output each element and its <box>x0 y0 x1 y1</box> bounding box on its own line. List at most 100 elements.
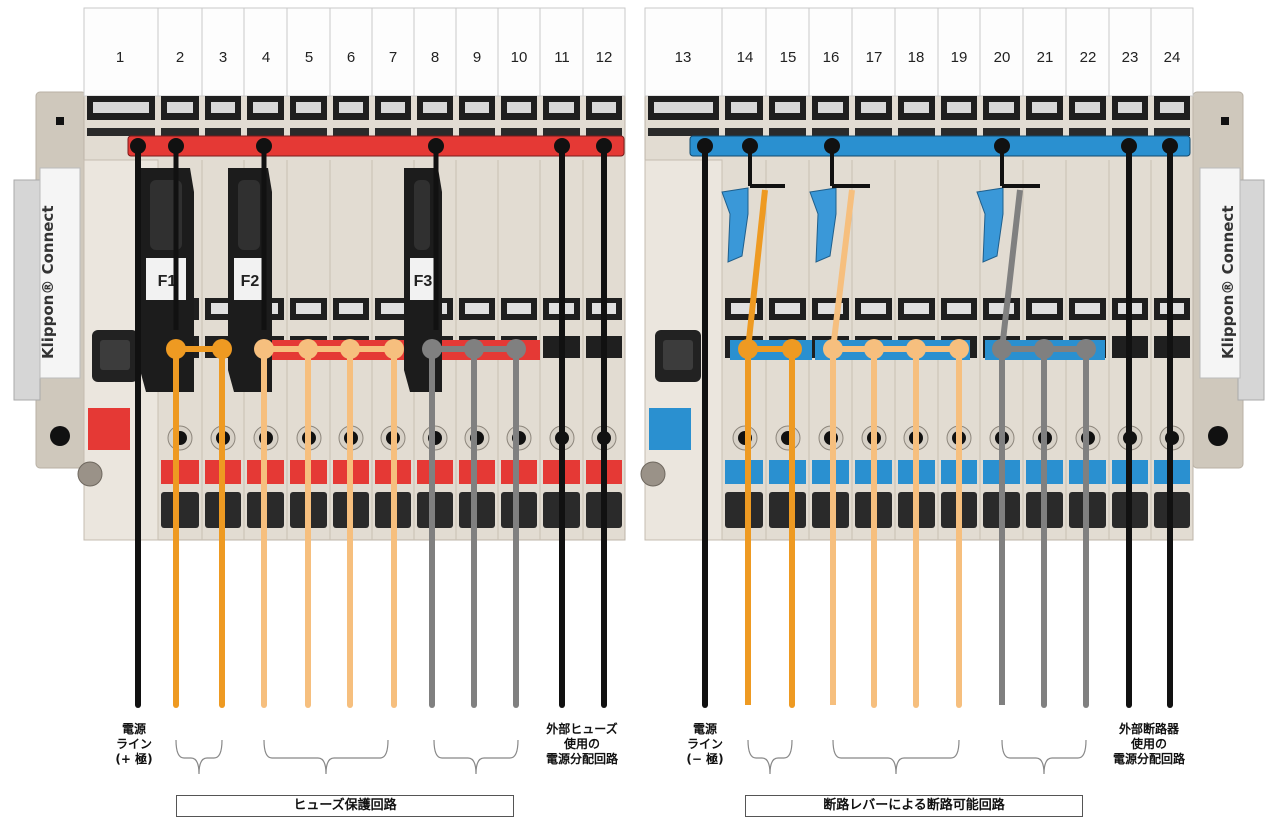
right-upper-port-slot <box>1118 102 1142 113</box>
right-upper-port-2 <box>1069 128 1106 136</box>
left-upper-port-slot <box>423 102 447 113</box>
left-mid-port-slot <box>339 303 363 314</box>
right-upper-port-slot <box>904 102 929 113</box>
right-terminal-number: 13 <box>675 49 692 66</box>
left-upper-port-2 <box>333 128 369 136</box>
left-color-strip <box>161 460 199 484</box>
right-mid-port-slot <box>1032 303 1057 314</box>
brace-lever-group-a <box>748 740 792 774</box>
right-terminal-number: 21 <box>1037 49 1054 66</box>
left-mid-port-slot <box>296 303 321 314</box>
right-upper-port-2 <box>1026 128 1063 136</box>
wire-node <box>256 138 272 154</box>
left-terminal-number: 7 <box>389 49 397 66</box>
left-terminal-number: 8 <box>431 49 439 66</box>
right-upper-port-2 <box>983 128 1020 136</box>
wire-node <box>340 339 360 359</box>
positive-bus-bar <box>128 136 624 156</box>
left-terminal-number: 2 <box>176 49 184 66</box>
left-upper-port-2 <box>205 128 241 136</box>
right-upper-port-2 <box>941 128 977 136</box>
right-upper-port-2 <box>898 128 935 136</box>
right-terminal-number: 14 <box>737 49 754 66</box>
wire-node <box>428 138 444 154</box>
fuse-holder-grip <box>238 180 260 250</box>
right-upper-port-slot <box>1032 102 1057 113</box>
wire-node <box>596 138 612 154</box>
right-upper-port-slot <box>989 102 1014 113</box>
end-plate-marker-right <box>1221 117 1229 125</box>
left-upper-port-2 <box>247 128 284 136</box>
wire-node <box>823 339 843 359</box>
external-fuse-line-2: 使用の <box>546 737 618 752</box>
left-feed-color-tab <box>88 408 130 450</box>
wire-node <box>1121 138 1137 154</box>
din-rail-left <box>14 180 40 400</box>
end-plate-marker-left <box>56 117 64 125</box>
brace-lever-group-c <box>1002 740 1086 774</box>
right-mid-port-slot <box>989 303 1014 314</box>
wire-node <box>1034 339 1054 359</box>
brace-lever-group-b <box>833 740 959 774</box>
fuse-protection-box: ヒューズ保護回路 <box>176 795 514 817</box>
right-upper-port-2 <box>648 128 719 136</box>
external-breaker-line-2: 使用の <box>1113 737 1185 752</box>
left-upper-port-2 <box>87 128 155 136</box>
power-minus-label: 電源 ライン (− 極) <box>686 722 723 767</box>
left-bottom-clamp <box>161 492 199 528</box>
left-upper-port-slot <box>592 102 616 113</box>
external-breaker-line-3: 電源分配回路 <box>1113 752 1185 767</box>
left-upper-port-slot <box>296 102 321 113</box>
right-mid-port-slot <box>775 303 800 314</box>
power-minus-line-3: (− 極) <box>686 752 723 767</box>
right-feed-screw <box>641 462 665 486</box>
right-mid-port-slot <box>1075 303 1100 314</box>
left-upper-port-slot <box>381 102 405 113</box>
power-plus-line-2: ライン <box>115 737 152 752</box>
disconnect-lever-box: 断路レバーによる断路可能回路 <box>745 795 1083 817</box>
wire-node <box>742 138 758 154</box>
right-upper-port-2 <box>725 128 763 136</box>
external-breaker-line-1: 外部断路器 <box>1113 722 1185 737</box>
left-mid-port-slot <box>507 303 531 314</box>
wire-node <box>254 339 274 359</box>
wire-node <box>949 339 969 359</box>
wire-node <box>212 339 232 359</box>
right-feed-clamp-inner <box>663 340 693 370</box>
right-upper-port-2 <box>812 128 849 136</box>
right-terminal-number: 15 <box>780 49 797 66</box>
wire-node <box>824 138 840 154</box>
external-fuse-line-1: 外部ヒューズ <box>546 722 618 737</box>
right-upper-port-slot <box>1075 102 1100 113</box>
left-upper-port-slot <box>167 102 193 113</box>
left-terminal-number: 6 <box>347 49 355 66</box>
wire-node <box>166 339 186 359</box>
right-terminal-number: 17 <box>866 49 883 66</box>
external-fuse-line-3: 電源分配回路 <box>546 752 618 767</box>
mount-screw-left <box>50 426 70 446</box>
wire-node <box>1162 138 1178 154</box>
right-terminal-number: 23 <box>1122 49 1139 66</box>
external-fuse-label: 外部ヒューズ 使用の 電源分配回路 <box>546 722 618 767</box>
power-plus-line-3: (+ 極) <box>115 752 152 767</box>
left-upper-port-2 <box>375 128 411 136</box>
right-bottom-clamp <box>769 492 806 528</box>
left-terminal-number: 9 <box>473 49 481 66</box>
wire-node <box>992 339 1012 359</box>
right-upper-port-slot <box>818 102 843 113</box>
right-feed-color-tab <box>649 408 691 450</box>
left-upper-port-slot <box>211 102 235 113</box>
right-upper-port-slot <box>861 102 886 113</box>
left-upper-port-2 <box>417 128 453 136</box>
left-terminal-number: 10 <box>511 49 528 66</box>
right-terminal-number: 24 <box>1164 49 1181 66</box>
right-upper-port-slot <box>1160 102 1184 113</box>
left-upper-port-2 <box>459 128 495 136</box>
mount-screw-right <box>1208 426 1228 446</box>
left-terminal-number: 1 <box>116 49 124 66</box>
wire-node <box>384 339 404 359</box>
brace-fuse-group-b <box>264 740 388 774</box>
right-upper-port-slot <box>947 102 971 113</box>
wire-node <box>168 138 184 154</box>
